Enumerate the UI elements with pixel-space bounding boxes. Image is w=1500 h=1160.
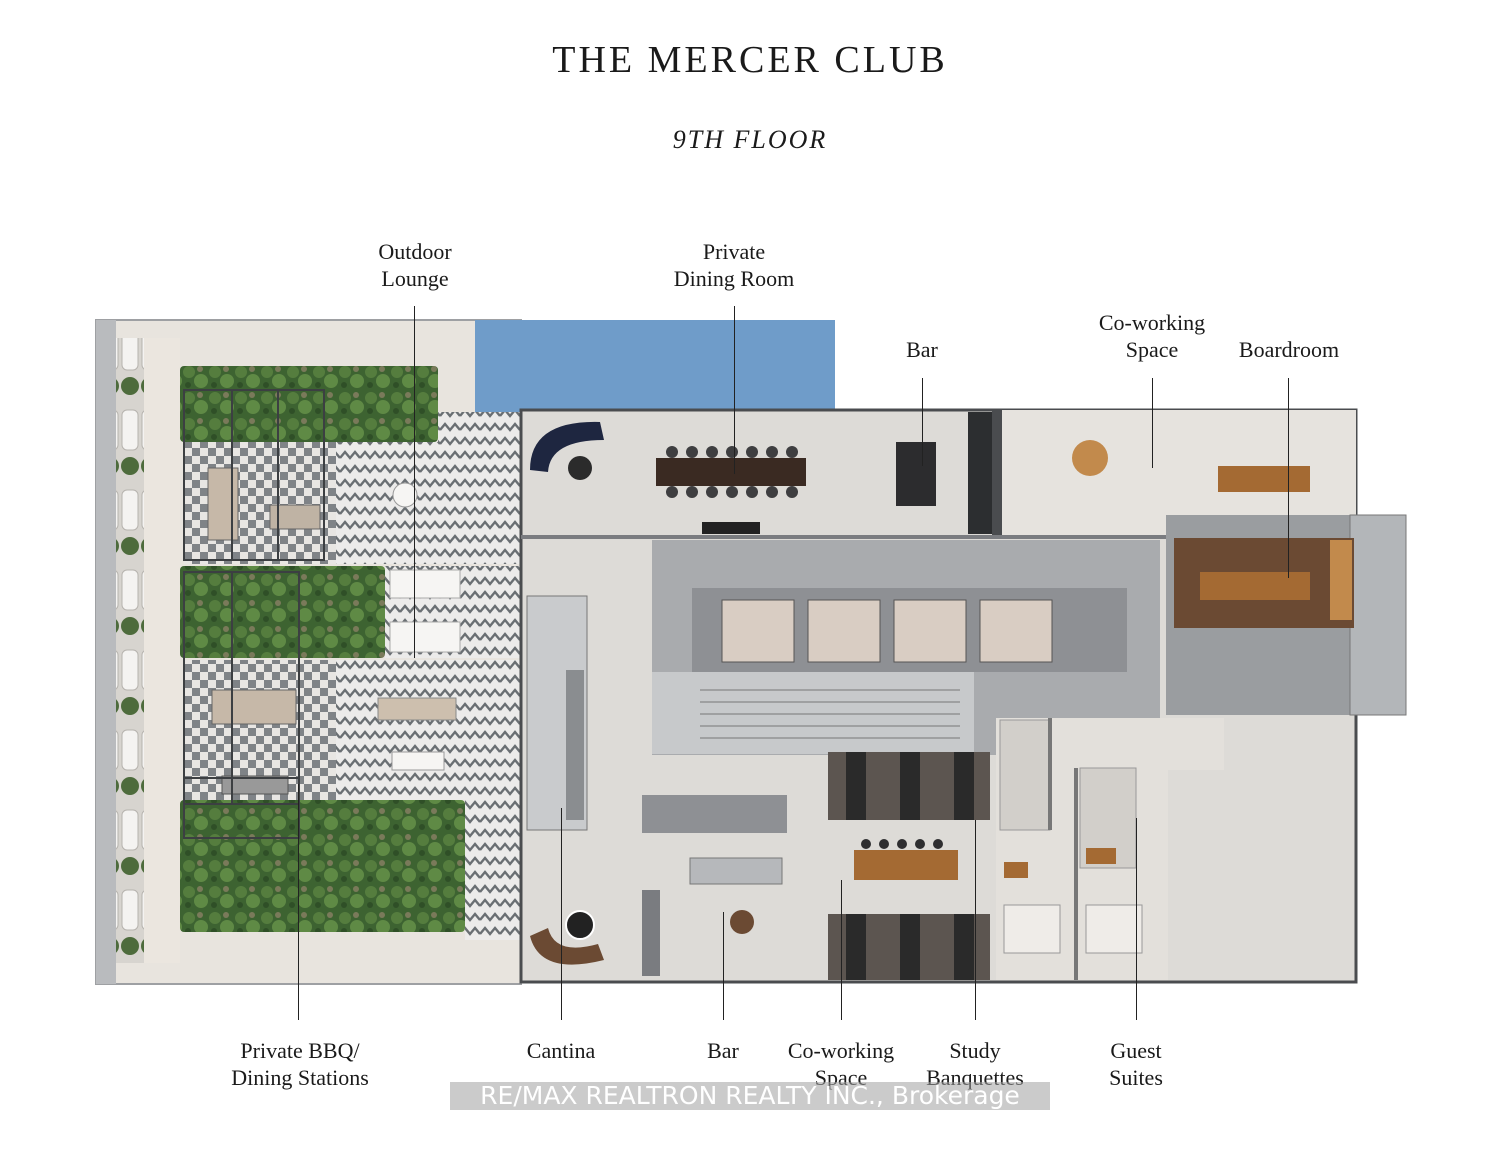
floor-subtitle: 9TH FLOOR bbox=[672, 125, 828, 154]
leader-study-banquettes bbox=[975, 820, 976, 1020]
pergola bbox=[183, 389, 325, 839]
perimeter-benches bbox=[116, 338, 144, 963]
label-private-bbq: Private BBQ/Dining Stations bbox=[231, 1038, 369, 1090]
leader-coworking-top bbox=[1152, 378, 1153, 468]
planter-north bbox=[180, 366, 438, 442]
coworking-table bbox=[854, 850, 958, 880]
bar-counter-top bbox=[896, 442, 936, 506]
leader-bar-top bbox=[922, 378, 923, 466]
leader-private-dining bbox=[734, 306, 735, 474]
leader-outdoor-lounge bbox=[414, 306, 415, 658]
leader-bar-bottom bbox=[723, 912, 724, 1020]
bar-counter-bottom bbox=[689, 857, 783, 885]
study-banquettes bbox=[828, 752, 990, 980]
planter-middle bbox=[180, 566, 385, 658]
leader-guest-suites bbox=[1136, 818, 1137, 1020]
bbq-zone-north bbox=[184, 442, 336, 564]
leader-coworking-bottom bbox=[841, 880, 842, 1020]
private-dining-table bbox=[656, 458, 806, 486]
planter-south bbox=[180, 800, 465, 932]
leader-private-bbq bbox=[298, 784, 299, 1020]
page-title: THE MERCER CLUB bbox=[552, 39, 948, 81]
label-bar-top: Bar bbox=[906, 337, 938, 362]
leader-cantina bbox=[561, 808, 562, 1020]
label-bar-bottom: Bar bbox=[707, 1038, 739, 1063]
label-cantina: Cantina bbox=[526, 1038, 596, 1063]
leader-boardroom bbox=[1288, 378, 1289, 578]
brokerage-watermark: RE/MAX REALTRON REALTY INC., Brokerage bbox=[450, 1082, 1050, 1110]
label-boardroom: Boardroom bbox=[1238, 337, 1340, 362]
pool bbox=[475, 320, 835, 412]
